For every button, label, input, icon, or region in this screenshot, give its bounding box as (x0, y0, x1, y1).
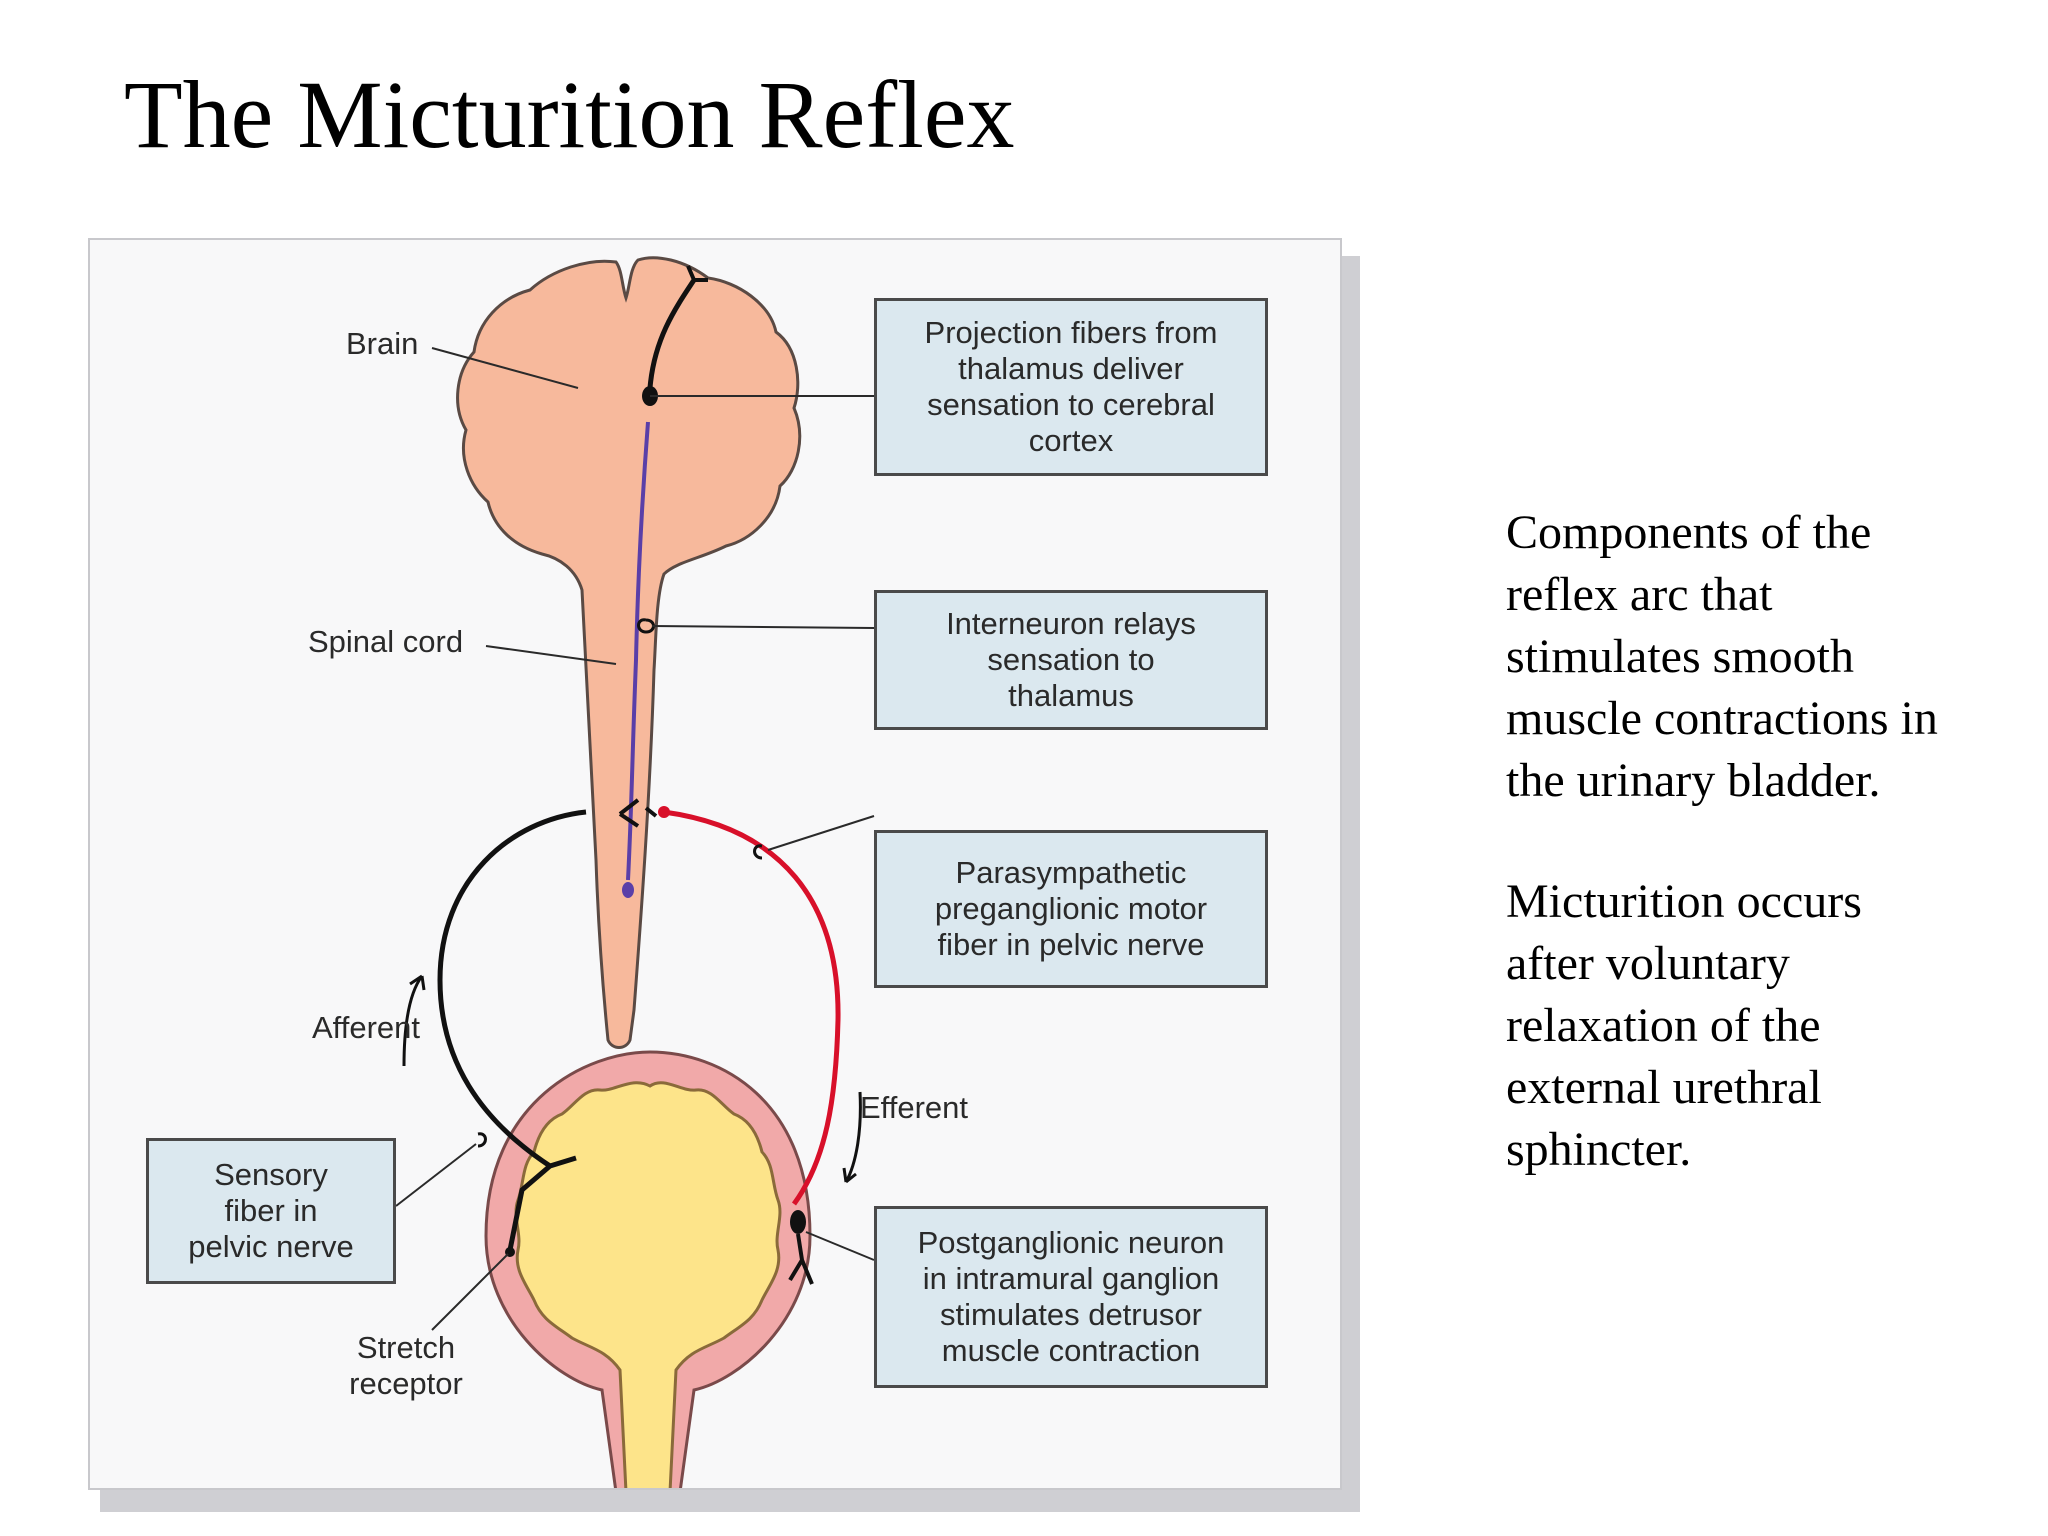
leader-lines (395, 347, 875, 1331)
brain-and-spinal-cord-shape (456, 256, 802, 1049)
bladder-lumen (514, 1081, 782, 1488)
postganglionic-fiber (788, 1233, 814, 1285)
projection-fiber-terminal (686, 265, 708, 282)
efferent-fiber (663, 809, 841, 1206)
nerve-loop-mark (753, 844, 763, 860)
postganglionic-neuron-body (790, 1210, 806, 1234)
callout-parasympathetic: Parasympathetic preganglionic motor fibe… (874, 830, 1268, 988)
interneuron-cell-body (622, 882, 634, 898)
efferent-direction-arrow (842, 1091, 862, 1184)
callout-sensory-fiber: Sensory fiber in pelvic nerve (146, 1138, 396, 1284)
callout-projection-fibers: Projection fibers from thalamus deliver … (874, 298, 1268, 476)
callout-interneuron: Interneuron relays sensation to thalamus (874, 590, 1268, 730)
label-spinal-cord: Spinal cord (308, 624, 464, 659)
projection-fiber (647, 278, 697, 389)
interneuron-fiber (626, 421, 650, 881)
reflex-diagram-art (395, 256, 875, 1488)
callout-postganglionic: Postganglionic neuron in intramural gang… (874, 1206, 1268, 1388)
nerve-loop-mark (477, 1132, 487, 1148)
reflex-diagram: Brain Spinal cord Afferent Efferent Stre… (88, 238, 1342, 1490)
slide-title: The Micturition Reflex (124, 61, 1015, 168)
afferent-direction-arrow (402, 974, 426, 1067)
label-stretch-receptor: Stretch receptor (349, 1330, 463, 1401)
side-paragraph-micturition: Micturition occurs after voluntary relax… (1506, 875, 1862, 1176)
afferent-receptor-branch (507, 1155, 577, 1251)
efferent-fiber-start (658, 806, 670, 818)
label-efferent: Efferent (860, 1090, 969, 1125)
synapse-mark (618, 798, 658, 828)
label-afferent: Afferent (312, 1010, 421, 1045)
label-brain: Brain (346, 326, 419, 361)
nerve-loop-mark (637, 618, 655, 634)
afferent-fiber (437, 809, 587, 1169)
side-paragraph-reflex-components: Components of the reflex arc that stimul… (1506, 506, 1938, 807)
